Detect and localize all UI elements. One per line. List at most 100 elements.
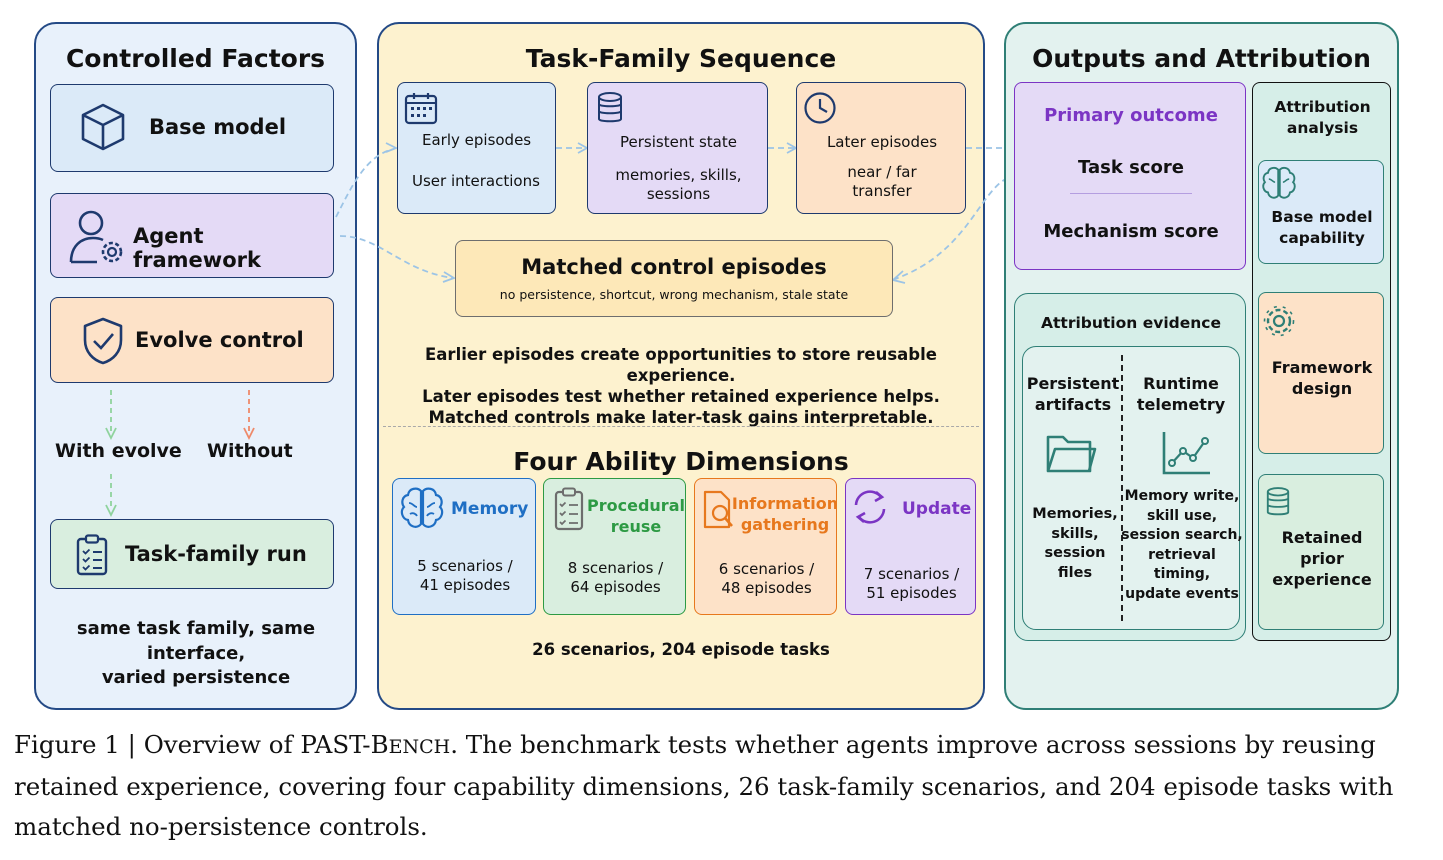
runtime-telemetry-title: Runtime telemetry [1123,373,1239,415]
title-line: artifacts [1034,395,1112,414]
base-model-box: Base model [50,84,334,172]
runtime-items: Memory write, skill use, session search,… [1121,487,1243,604]
without-label: Without [207,440,293,462]
later-episodes-box: Later episodes near / far transfer [796,82,966,214]
item-line: update events [1125,585,1239,602]
section-divider [383,426,979,427]
label-line: Retained [1281,528,1363,547]
ability-card-information: Information gathering 6 scenarios / 48 e… [694,478,839,615]
explanation-line: Earlier episodes create opportunities to… [425,345,937,385]
gear-icon [1263,305,1295,337]
clock-icon [804,92,836,124]
title-line: analysis [1286,119,1359,137]
brain-icon [1262,166,1296,199]
label-line: capability [1279,229,1365,247]
sequence-explanation: Earlier episodes create opportunities to… [377,344,985,428]
matched-control-box: Matched control episodes no persistence,… [455,240,893,317]
transfer-label: transfer [852,182,912,200]
controlled-factors-title: Controlled Factors [65,43,326,73]
folder-icon [1046,435,1097,473]
persistent-state-label: Persistent state [620,133,737,151]
task-family-run-box: Task-family run [50,519,334,589]
primary-outcome-box: Primary outcome Task score Mechanism sco… [1014,82,1246,270]
ability-name-line: reuse [610,517,662,536]
agent-framework-label: Agent framework [133,224,261,272]
base-model-label: Base model [149,115,287,139]
line-chart-icon [1162,432,1210,475]
persistent-state-box: Persistent state memories, skills, sessi… [587,82,768,214]
ability-stats: 64 episodes [570,578,661,596]
item-line: Memory write, [1124,488,1240,504]
matched-control-sub: no persistence, shortcut, wrong mechanis… [499,287,849,302]
attribution-evidence-box: Attribution evidence Persistent artifact… [1014,293,1246,641]
retained-experience-label: Retained prior experience [1259,527,1385,590]
figure-caption: Figure 1 | Overview of PAST-BENCH. The b… [14,725,1434,847]
caption-text: . The benchmark tests whether agents imp… [14,730,1394,841]
abilities-title: Four Ability Dimensions [513,446,849,476]
persistent-items-label: sessions [646,185,711,203]
ability-name: Update [902,499,972,519]
task-score-label: Task score [1078,157,1184,178]
attribution-analysis-box: Attribution analysis Base model capabili… [1252,82,1391,641]
user-gear-icon [69,210,123,264]
retained-experience-box: Retained prior experience [1258,474,1384,630]
shield-check-icon [83,317,123,365]
database-icon [1266,487,1290,516]
framework-design-box: Framework design [1258,292,1384,454]
ability-name: Memory [451,499,529,519]
base-capability-box: Base model capability [1258,160,1384,264]
ability-card-memory: Memory 5 scenarios / 41 episodes [392,478,536,615]
left-note-line: varied persistence [101,667,291,688]
title-line: telemetry [1136,395,1226,414]
label-line: Framework [1271,358,1373,377]
persistent-items: Memories, skills, session files [1023,505,1127,583]
ability-name-line: Information [731,494,839,513]
later-episodes-label: Later episodes [826,133,938,151]
item-line: skill use, [1146,507,1218,524]
mechanism-score-label: Mechanism score [1043,221,1219,242]
title-line: Runtime [1143,374,1219,393]
with-evolve-label: With evolve [55,440,182,462]
left-note: same task family, same interface, varied… [44,617,348,691]
ability-stats: 6 scenarios / [718,560,815,578]
ability-name-line: gathering [740,515,830,534]
total-scenarios: 26 scenarios, 204 episode tasks [532,640,830,659]
evolve-control-label: Evolve control [135,328,304,352]
clipboard-icon [554,487,584,531]
item-line: retrieval [1148,546,1216,563]
left-note-line: same task family, same [76,618,316,639]
left-note-line: interface, [146,642,246,664]
item-line: files [1057,564,1093,581]
outputs-title: Outputs and Attribution [1032,43,1371,73]
ability-stats: 48 episodes [721,579,812,597]
label-line: design [1291,379,1353,398]
evolve-arrows [105,390,255,518]
ability-card-update: Update 7 scenarios / 51 episodes [845,478,976,615]
ability-stats: 51 episodes [866,584,957,602]
ability-name-line: Procedural [587,496,685,515]
caption-label: Figure 1 | Overview of PAST-B [14,730,389,759]
item-line: skills, [1051,525,1099,542]
clipboard-list-icon [76,534,108,576]
evidence-inner-box: Persistent artifacts Memories, skills, s… [1022,346,1243,630]
agent-framework-box: Agent framework [50,193,334,278]
refresh-icon [854,490,886,524]
ability-name: Procedural reuse [587,495,685,537]
item-line: session search, [1121,527,1243,543]
caption-smallcaps: ENCH [388,736,451,758]
ability-name: Information gathering [731,493,839,535]
ability-stats: 8 scenarios / [567,559,664,577]
base-capability-label: Base model capability [1259,207,1385,249]
ability-stats: 5 scenarios / [417,557,513,575]
brain-icon [400,487,444,528]
cube-icon [81,103,125,151]
persistent-artifacts-title: Persistent artifacts [1023,373,1123,415]
title-line: Persistent [1026,374,1120,393]
item-line: timing, [1153,566,1211,582]
database-icon [598,92,622,123]
task-family-title: Task-Family Sequence [525,43,837,73]
label-line: experience [1272,570,1372,589]
framework-design-label: Framework design [1259,357,1385,399]
persistent-items-label: memories, skills, [615,166,742,184]
explanation-line: Matched controls make later-task gains i… [428,408,934,427]
